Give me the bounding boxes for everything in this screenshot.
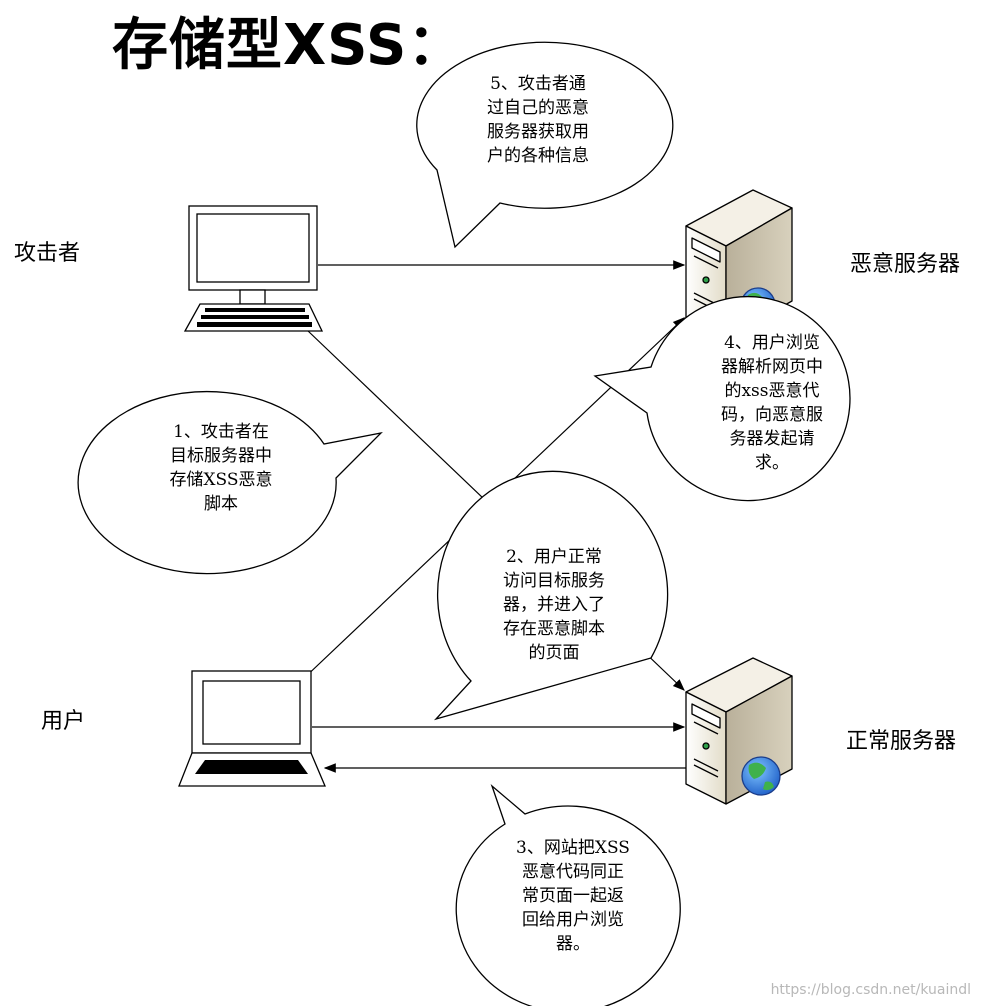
normal-server-icon [685,657,793,805]
user-laptop-icon [178,670,326,787]
step5-text: 5、攻击者通 过自己的恶意 服务器获取用 户的各种信息 [487,74,589,166]
watermark: https://blog.csdn.net/kuaindl [770,982,971,998]
speech-bubbles [77,41,851,1006]
bubble-step5 [416,41,674,249]
step1-text: 1、攻击者在 目标服务器中 存储XSS恶意 脚本 [169,422,273,514]
step3-text: 3、网站把XSS 恶意代码同正 常页面一起返 回给用户浏览 器。 [516,838,630,954]
step4-text: 4、用户浏览 器解析网页中 的xss恶意代 码，向恶意服 务器发起请 求。 [721,333,823,473]
step2-text: 2、用户正常 访问目标服务 器，并进入了 存在恶意脚本 的页面 [503,547,605,663]
bubble-step2 [433,470,669,721]
page-title: 存储型XSS： [112,13,465,78]
normal-server-globe-icon [741,756,781,796]
malicious-server-label: 恶意服务器 [850,252,961,277]
bubble-step4 [593,295,851,502]
bubble-step3 [455,783,681,1006]
user-label: 用户 [41,709,86,734]
attacker-computer-icon [183,205,324,332]
bubble-step1 [77,390,383,575]
normal-server-label: 正常服务器 [846,729,957,754]
attacker-label: 攻击者 [14,241,81,266]
